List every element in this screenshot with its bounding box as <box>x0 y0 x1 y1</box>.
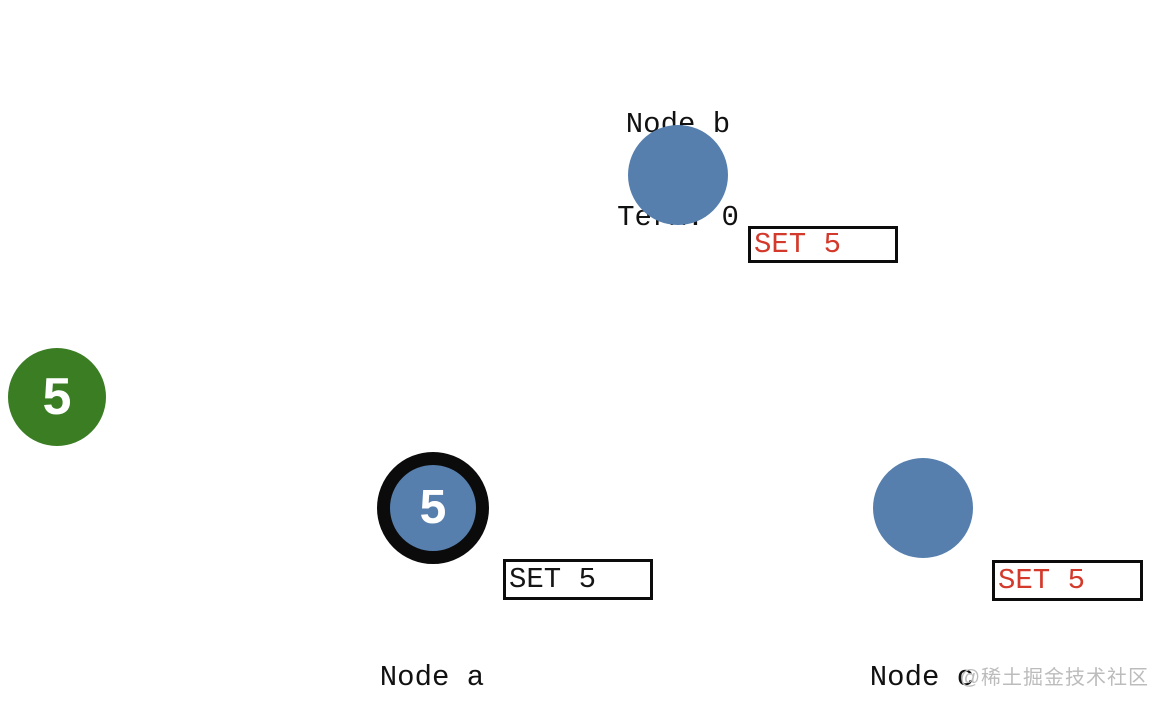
node-c-set-label: SET 5 <box>998 564 1086 597</box>
node-b-circle <box>628 125 728 225</box>
node-a-set-box: SET 5 <box>503 559 653 600</box>
node-c-name: Node c <box>869 661 975 694</box>
node-c-label: Node c Term: 0 <box>812 600 1032 702</box>
node-b-set-label: SET 5 <box>754 228 842 261</box>
node-a-name: Node a <box>379 661 485 694</box>
node-a-label: Node a Term: 0 <box>322 600 542 702</box>
node-a-circle-leader: 5 <box>377 452 489 564</box>
client-value-circle: 5 <box>8 348 106 446</box>
client-value: 5 <box>42 368 72 426</box>
node-b-set-box: SET 5 <box>748 226 898 263</box>
node-a-stored-value: 5 <box>419 481 447 534</box>
node-a-set-label: SET 5 <box>509 563 597 596</box>
node-c-circle <box>873 458 973 558</box>
watermark-text: @稀土掘金技术社区 <box>959 667 1149 689</box>
node-c-set-box: SET 5 <box>992 560 1143 601</box>
